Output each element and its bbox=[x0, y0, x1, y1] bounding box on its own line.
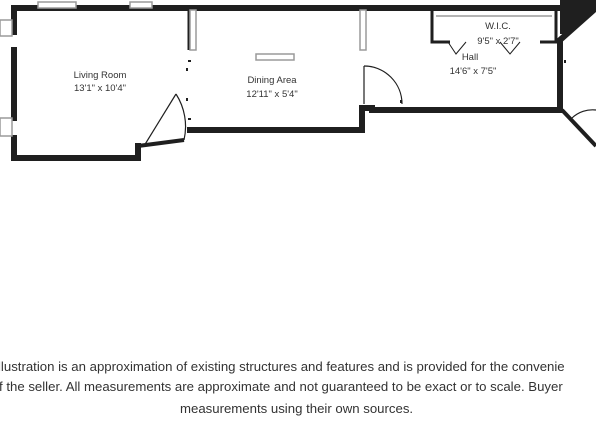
corner-fill bbox=[560, 0, 596, 34]
wic-dims: 9'5" x 2'7" bbox=[477, 36, 519, 47]
dining-area-dims: 12'11" x 5'4" bbox=[246, 89, 297, 100]
living-room-door bbox=[137, 93, 187, 148]
windows bbox=[0, 1, 367, 137]
partition-walls bbox=[187, 8, 365, 50]
disclaimer-line-1: llustration is an approximation of exist… bbox=[0, 359, 565, 374]
wic-walls bbox=[430, 8, 558, 44]
disclaimer-line-2: f the seller. All measurements are appro… bbox=[0, 379, 563, 394]
living-room-name: Living Room bbox=[74, 70, 127, 81]
dining-area-name: Dining Area bbox=[247, 75, 297, 86]
living-room-dims: 13'1" x 10'4" bbox=[74, 83, 126, 94]
opening-markers bbox=[14, 60, 566, 120]
entry-door bbox=[560, 108, 596, 148]
hall-door bbox=[363, 65, 403, 105]
wic-doors bbox=[447, 41, 521, 55]
hall-dims: 14'6" x 7'5" bbox=[450, 66, 497, 77]
hall-walls bbox=[359, 3, 596, 113]
dining-area-walls bbox=[187, 5, 365, 133]
disclaimer-line-3: measurements using their own sources. bbox=[180, 401, 414, 416]
wic-name: W.I.C. bbox=[485, 21, 511, 32]
hall-name: Hall bbox=[462, 52, 478, 63]
